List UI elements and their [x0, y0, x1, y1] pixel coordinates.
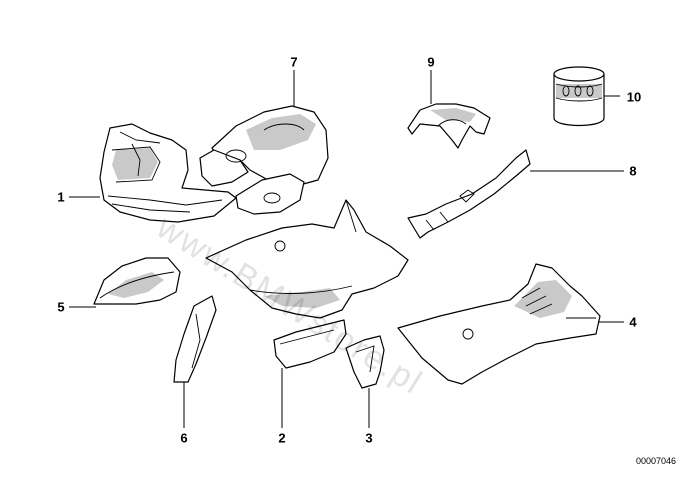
- diagram-code: 00007046: [635, 456, 676, 466]
- callout-5: 5: [57, 299, 65, 315]
- part-5-front-fender[interactable]: [93, 257, 181, 305]
- callout-4: 4: [629, 314, 637, 330]
- part-6-trim-strip[interactable]: [173, 295, 217, 383]
- callout-1: 1: [57, 189, 65, 205]
- callout-10: 10: [626, 89, 642, 105]
- callout-6: 6: [180, 430, 188, 446]
- part-1-front-fairing[interactable]: [99, 123, 237, 223]
- leader-lines: [69, 70, 624, 428]
- callout-8: 8: [629, 163, 637, 179]
- part-9-seat-cowl[interactable]: [407, 103, 491, 149]
- callout-3: 3: [365, 430, 373, 446]
- part-4-lower-side-panel[interactable]: [397, 263, 601, 385]
- part-10-cylinder[interactable]: [553, 66, 605, 127]
- part-2-side-fairing[interactable]: [205, 199, 409, 369]
- callout-9: 9: [427, 54, 435, 70]
- part-7-tank-cover[interactable]: [199, 105, 329, 215]
- callout-7: 7: [290, 54, 298, 70]
- part-3-bracket[interactable]: [345, 335, 385, 389]
- part-8-side-trim[interactable]: [407, 149, 531, 239]
- callout-2: 2: [278, 430, 286, 446]
